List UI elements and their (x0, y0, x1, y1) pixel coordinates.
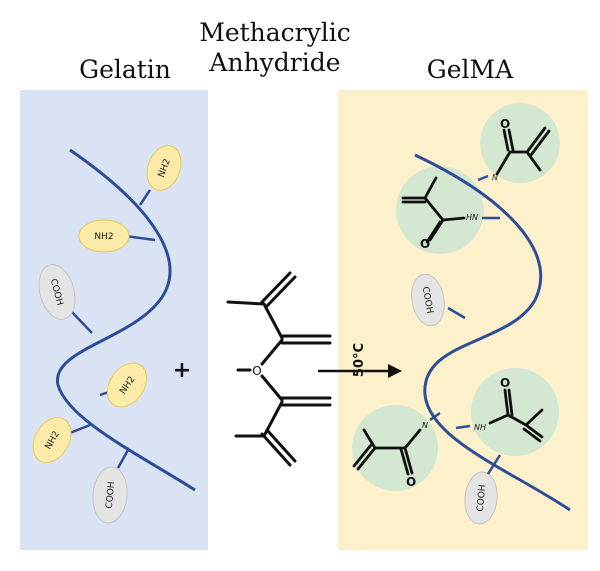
cooh-group: COOH (464, 471, 498, 525)
methacrylic-anhydride-title-line1: Methacrylic (199, 18, 351, 47)
gelma-title: GelMA (426, 55, 514, 84)
cooh-group: COOH (411, 273, 445, 327)
gelatin-molecule: NH2 NH2 COOH NH2 NH2 COOH (32, 145, 196, 524)
gelatin-title: Gelatin (79, 55, 171, 84)
nh2-group: NH2 (106, 362, 148, 408)
nh2-group: NH2 (78, 219, 130, 253)
nh-label: HN (466, 213, 478, 222)
cooh-label: COOH (476, 484, 488, 512)
reaction-condition-label: 50°C (352, 343, 367, 377)
nh-label: N (422, 421, 428, 430)
cooh-label: COOH (105, 481, 117, 509)
plus-sign: + (173, 358, 191, 383)
gelatin-backbone (56, 148, 196, 492)
cooh-label: COOH (420, 286, 435, 315)
methacrylamide-circle (480, 103, 560, 183)
methacrylic-anhydride-title: Methacrylic Anhydride (185, 18, 365, 78)
reaction-arrow (318, 364, 402, 378)
nh2-group: NH2 (146, 145, 182, 191)
oxygen-label: O (500, 376, 510, 390)
methacrylamide-circle (471, 368, 559, 456)
nh-label: N (492, 173, 498, 182)
nh-label: NH (474, 423, 486, 432)
gelma-molecule: COOH COOH (352, 103, 571, 525)
nh2-label: NH2 (94, 232, 113, 242)
oxygen-label: O (420, 237, 430, 251)
oxygen-label: O (500, 117, 510, 131)
methacrylamide-circle (396, 166, 484, 254)
methacrylic-anhydride-title-line2: Anhydride (209, 48, 341, 77)
nh2-group: NH2 (32, 417, 72, 463)
methacrylic-anhydride-structure (226, 271, 332, 467)
oxygen-label: O (406, 475, 416, 489)
cooh-group: COOH (38, 264, 76, 320)
cooh-group: COOH (92, 466, 128, 524)
gelma-backbone (414, 153, 571, 512)
bridging-oxygen-label: O (252, 364, 261, 378)
